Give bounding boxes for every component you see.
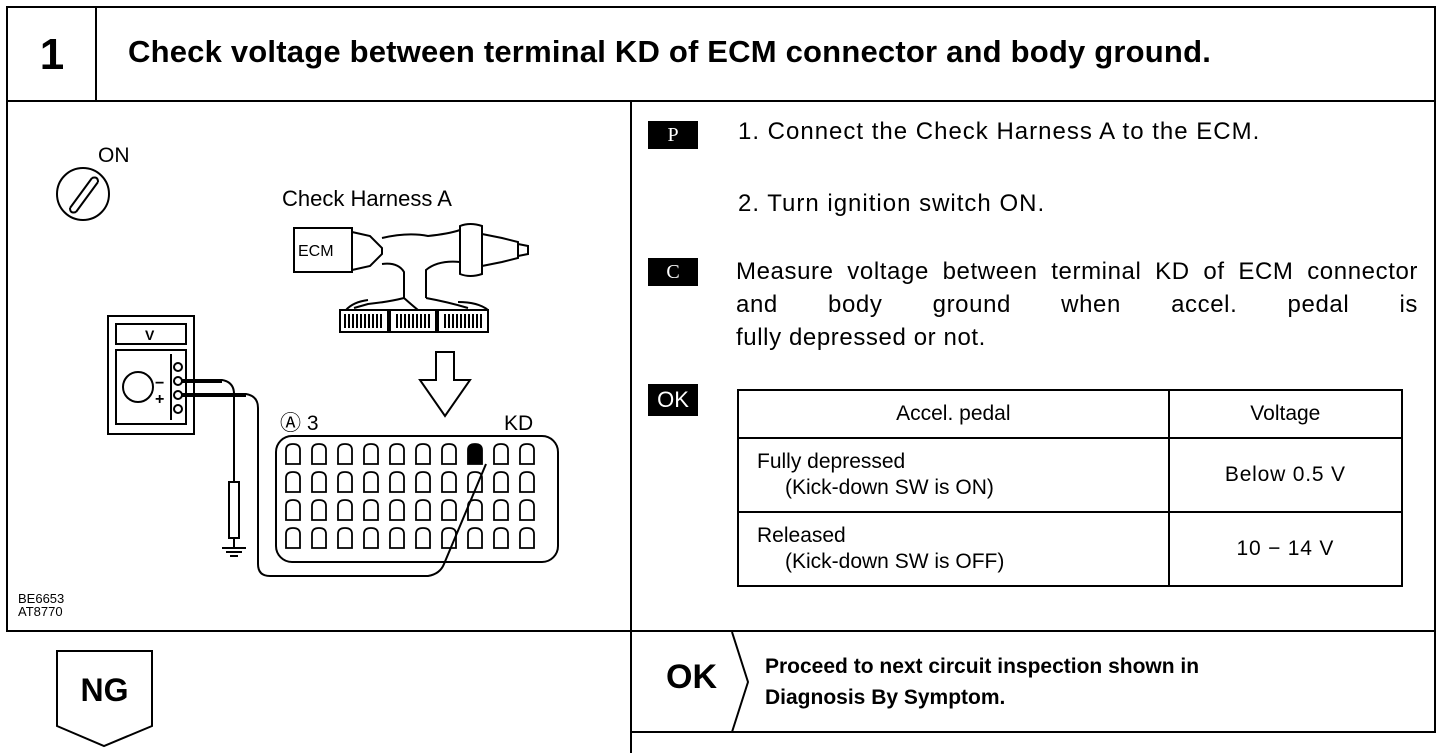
check-instruction: Measure voltage between terminal KD of E… — [736, 255, 1418, 354]
connector-pin — [285, 443, 301, 465]
ecm-connector-icon — [275, 435, 559, 563]
column-header: Voltage — [1167, 389, 1404, 439]
table-row: Released (Kick-down SW is OFF) 10 − 14 V — [737, 511, 1404, 587]
connector-pin — [415, 471, 431, 493]
connector-pin — [389, 443, 405, 465]
connector-pin — [285, 471, 301, 493]
table-row: Fully depressed (Kick-down SW is ON) Bel… — [737, 437, 1404, 513]
connector-pin — [337, 499, 353, 521]
connector-pin — [441, 443, 457, 465]
connector-pin — [467, 499, 483, 521]
probe-leads — [182, 379, 487, 577]
connector-pin — [337, 443, 353, 465]
check-harness-icon — [293, 223, 529, 311]
voltage-cell: 10 − 14 V — [1167, 511, 1404, 587]
connector-pin — [415, 443, 431, 465]
connector-pin — [337, 471, 353, 493]
condition-note: (Kick-down SW is ON) — [785, 476, 994, 499]
ok-action: Proceed to next circuit inspection shown… — [765, 651, 1199, 713]
connector-pin — [363, 471, 379, 493]
step-title: Check voltage between terminal KD of ECM… — [128, 34, 1212, 69]
figure-codes: BE6653 AT8770 — [18, 592, 64, 618]
connector-pin — [519, 527, 535, 549]
connector-pin — [389, 471, 405, 493]
kd-terminal-pin — [467, 443, 483, 465]
condition-note: (Kick-down SW is OFF) — [785, 550, 1005, 573]
column-header: Accel. pedal — [737, 389, 1170, 439]
ng-label: NG — [80, 672, 129, 708]
prep-step-2: 2. Turn ignition switch ON. — [738, 190, 1046, 217]
connector-a-label: Ⓐ 3 — [280, 412, 319, 435]
step-number: 1 — [39, 30, 65, 79]
connector-pin — [441, 527, 457, 549]
condition-text: Released — [757, 524, 846, 547]
connector-pin — [519, 499, 535, 521]
connector-pin — [493, 499, 509, 521]
connector-pin — [519, 471, 535, 493]
ignition-switch-icon — [56, 167, 110, 221]
connector-pin — [519, 443, 535, 465]
ok-chevron — [731, 632, 750, 732]
ok-action-line: Diagnosis By Symptom. — [765, 686, 1006, 709]
connector-pin — [389, 499, 405, 521]
terminal-kd-label: KD — [504, 412, 533, 435]
connector-pin — [337, 527, 353, 549]
header-divider — [6, 100, 1436, 102]
connector-pin — [415, 527, 431, 549]
connector-pin — [467, 527, 483, 549]
connector-pin — [363, 499, 379, 521]
meter-plus-label: + — [155, 391, 164, 408]
condition-cell: Fully depressed (Kick-down SW is ON) — [737, 437, 1170, 513]
harness-label: Check Harness A — [282, 186, 452, 211]
check-badge: C — [648, 258, 698, 286]
check-instruction-line: Measure voltage between terminal KD of E… — [736, 258, 1418, 318]
connector-pin — [415, 499, 431, 521]
switch-on-label: ON — [98, 144, 130, 167]
connector-pin — [493, 443, 509, 465]
connector-pin — [493, 527, 509, 549]
prep-step-1: 1. Connect the Check Harness A to the EC… — [738, 118, 1261, 145]
ok-box-right — [1434, 631, 1436, 733]
connector-pin — [493, 471, 509, 493]
connector-pin — [285, 527, 301, 549]
connector-pin — [311, 471, 327, 493]
condition-cell: Released (Kick-down SW is OFF) — [737, 511, 1170, 587]
column-divider — [630, 100, 632, 753]
ok-action-line: Proceed to next circuit inspection shown… — [765, 655, 1200, 678]
connector-pin — [311, 499, 327, 521]
prep-badge: P — [648, 121, 698, 149]
connector-pin — [363, 443, 379, 465]
connector-pin — [285, 499, 301, 521]
voltage-cell: Below 0.5 V — [1167, 437, 1404, 513]
voltmeter-icon — [107, 315, 195, 435]
page-frame — [6, 6, 1436, 632]
step-number-divider — [95, 6, 97, 101]
connector-pin — [389, 527, 405, 549]
connector-pin — [311, 527, 327, 549]
figure-code: AT8770 — [18, 604, 63, 619]
connector-pin — [441, 499, 457, 521]
connector-pin — [363, 527, 379, 549]
ecm-label: ECM — [298, 243, 334, 260]
ok-badge: OK — [648, 384, 698, 416]
check-instruction-line: fully depressed or not. — [736, 324, 986, 351]
connector-pin — [441, 471, 457, 493]
ok-result-label: OK — [666, 658, 717, 696]
harness-connectors — [339, 309, 489, 333]
down-arrow-icon — [418, 351, 472, 418]
ng-arrow-box — [56, 650, 153, 748]
meter-minus-label: − — [155, 375, 164, 392]
connector-pin — [467, 471, 483, 493]
table-header-row: Accel. pedal Voltage — [737, 389, 1404, 439]
meter-v-label: V — [145, 327, 155, 343]
connector-pins — [285, 443, 535, 549]
voltage-spec-table: Accel. pedal Voltage Fully depressed (Ki… — [737, 389, 1404, 587]
condition-text: Fully depressed — [757, 450, 906, 473]
connector-pin — [311, 443, 327, 465]
ok-box-bottom — [630, 731, 1436, 733]
harness-diagram: ON Check Harness A ECM — [56, 144, 559, 577]
figure-code: BE6653 — [18, 591, 65, 606]
